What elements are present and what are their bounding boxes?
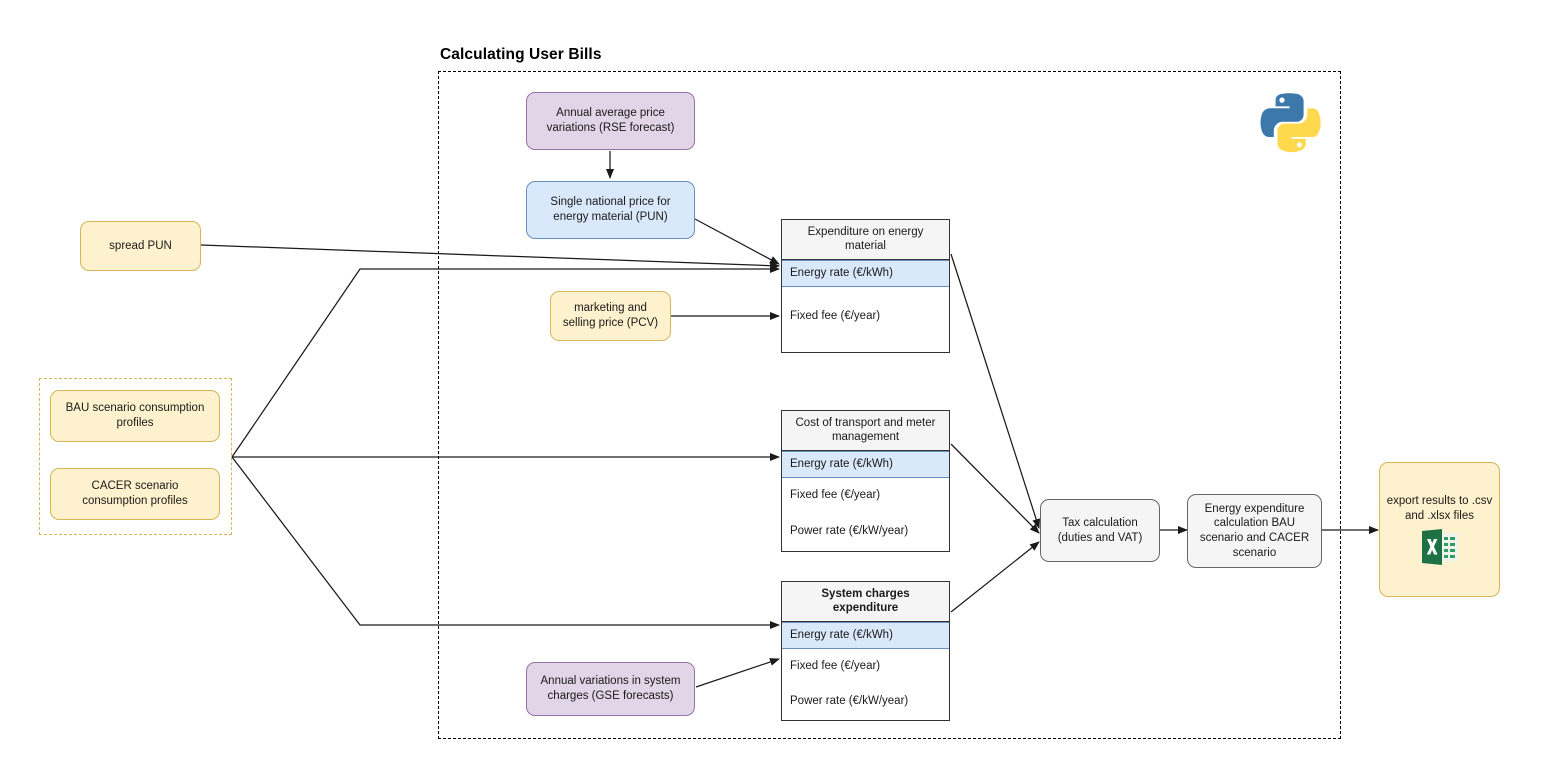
node-rse-label: Annual average price variations (RSE for… — [546, 107, 675, 134]
table-row[interactable]: Fixed fee (€/year) — [790, 488, 881, 501]
node-tax-label: Tax calculation (duties and VAT) — [1057, 516, 1143, 544]
table-row[interactable]: Power rate (€/kW/year) — [790, 525, 909, 538]
node-pcv-label: marketing and selling price (PCV) — [562, 302, 659, 329]
node-export-label: export results to .csv and .xlsx files — [1386, 494, 1493, 522]
node-gse-forecast[interactable]: Annual variations in system charges (GSE… — [526, 662, 695, 716]
python-logo-icon — [1258, 89, 1322, 153]
node-cacer-label: CACER scenario consumption profiles — [82, 480, 188, 507]
table-header: System charges expenditure — [782, 582, 949, 622]
node-bau-profiles[interactable]: BAU scenario consumption profiles — [50, 390, 220, 442]
consumption-profiles-group — [39, 378, 232, 535]
table-row[interactable]: Energy rate (€/kWh) — [782, 450, 949, 478]
excel-icon-svg — [1421, 529, 1458, 566]
table-row[interactable]: Power rate (€/kW/year) — [790, 695, 909, 708]
node-gse-label: Annual variations in system charges (GSE… — [540, 675, 681, 702]
node-energy-expenditure-calculation[interactable]: Energy expenditure calculation BAU scena… — [1187, 494, 1322, 568]
node-spread-pun[interactable]: spread PUN — [80, 221, 201, 271]
node-bau-label: BAU scenario consumption profiles — [65, 402, 205, 429]
node-export-results[interactable]: export results to .csv and .xlsx files — [1379, 462, 1500, 597]
table-row[interactable]: Energy rate (€/kWh) — [782, 621, 949, 649]
table-row[interactable]: Fixed fee (€/year) — [790, 659, 881, 672]
table-system-charges-expenditure: System charges expenditure Energy rate (… — [781, 581, 950, 721]
node-rse-forecast[interactable]: Annual average price variations (RSE for… — [526, 92, 695, 150]
table-row[interactable]: Fixed fee (€/year) — [790, 310, 881, 323]
node-tax-calculation[interactable]: Tax calculation (duties and VAT) — [1040, 499, 1160, 562]
table-row[interactable]: Energy rate (€/kWh) — [782, 259, 949, 287]
table-cost-transport-meter: Cost of transport and meter management E… — [781, 410, 950, 552]
calculating-user-bills-container — [438, 71, 1341, 739]
node-pun-label: Single national price for energy materia… — [550, 196, 671, 223]
node-pcv[interactable]: marketing and selling price (PCV) — [550, 291, 671, 341]
node-cacer-profiles[interactable]: CACER scenario consumption profiles — [50, 468, 220, 520]
table-expenditure-energy-material: Expenditure on energy material Energy ra… — [781, 219, 950, 353]
node-pun[interactable]: Single national price for energy materia… — [526, 181, 695, 239]
python-logo-svg — [1260, 93, 1321, 153]
excel-icon — [1420, 529, 1460, 566]
node-energy-expenditure-label: Energy expenditure calculation BAU scena… — [1199, 502, 1310, 559]
table-header: Expenditure on energy material — [782, 220, 949, 260]
page-title: Calculating User Bills — [440, 46, 602, 63]
node-spread-pun-label: spread PUN — [109, 239, 172, 252]
table-header: Cost of transport and meter management — [782, 411, 949, 451]
